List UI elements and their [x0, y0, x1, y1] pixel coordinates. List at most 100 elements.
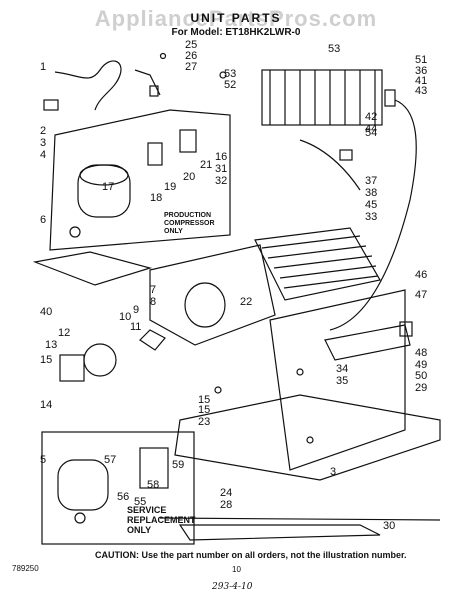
fan-blade — [139, 329, 166, 351]
callout-23: 23 — [198, 416, 211, 428]
evaporator-tubes — [261, 235, 379, 289]
discharge-line — [299, 139, 361, 191]
callout-6: 6 — [40, 214, 47, 226]
callout-3b: 3 — [330, 466, 337, 478]
handwritten-note: 293-4-10 — [212, 582, 253, 592]
callout-20: 20 — [183, 171, 196, 183]
service-replacement-box — [41, 431, 195, 545]
callout-48: 48 — [415, 347, 428, 359]
callout-32: 32 — [215, 175, 228, 187]
screw — [306, 436, 314, 444]
callout-8: 8 — [150, 296, 157, 308]
callout-41: 41 — [415, 75, 428, 87]
callout-56: 56 — [117, 491, 130, 503]
relay-clip — [149, 85, 159, 97]
screw — [159, 52, 167, 60]
callout-2: 2 — [40, 125, 47, 137]
service-grommet — [74, 512, 86, 524]
service-note: SERVICE REPLACEMENT ONLY — [127, 505, 196, 535]
callout-22: 22 — [240, 296, 253, 308]
callout-52: 52 — [224, 79, 237, 91]
condenser-coil — [261, 69, 383, 126]
callout-15: 15 — [40, 354, 53, 366]
service-compressor — [57, 459, 109, 511]
callout-43: 43 — [415, 85, 428, 97]
callout-59: 59 — [172, 459, 185, 471]
callout-5: 5 — [40, 454, 47, 466]
callout-49: 49 — [415, 359, 428, 371]
fan-shroud-opening — [184, 282, 226, 328]
document-code: 789250 — [12, 564, 39, 573]
bottom-bracket — [178, 524, 381, 541]
callout-9: 9 — [133, 304, 140, 316]
callout-40: 40 — [40, 306, 53, 318]
callout-13: 13 — [45, 339, 58, 351]
callout-1: 1 — [40, 61, 47, 73]
callout-42: 42 — [365, 111, 378, 123]
callout-54: 54 — [365, 127, 378, 139]
grommet — [69, 226, 81, 238]
callout-30: 30 — [383, 520, 396, 532]
evaporator-coil — [254, 227, 381, 301]
model-subtitle: For Model: ET18HK2LWR-0 — [171, 27, 301, 38]
callout-34: 34 — [336, 363, 349, 375]
frame-rails — [174, 394, 441, 481]
callout-33: 33 — [365, 211, 378, 223]
terminal-cover — [179, 129, 197, 153]
callout-47: 47 — [415, 289, 428, 301]
callout-36: 36 — [415, 65, 428, 77]
callout-38: 38 — [365, 187, 378, 199]
watermark: AppliancePartsPros.com — [94, 6, 378, 31]
screw — [219, 71, 227, 79]
overload-relay — [147, 142, 163, 166]
callout-51: 51 — [415, 54, 428, 66]
lead-wire — [134, 69, 161, 96]
callout-45: 45 — [365, 199, 378, 211]
callout-29: 29 — [415, 382, 428, 394]
compressor-top — [79, 164, 129, 186]
fan-shroud-base — [149, 244, 276, 346]
defrost-thermostat — [399, 321, 413, 337]
screw — [214, 386, 222, 394]
callout-37: 37 — [365, 175, 378, 187]
callout-26: 26 — [185, 50, 198, 62]
heat-exchanger-clip — [339, 149, 353, 161]
callout-55: 55 — [134, 496, 147, 508]
callout-14: 14 — [40, 399, 53, 411]
callout-7: 7 — [150, 284, 157, 296]
cabinet-frame — [269, 289, 406, 471]
callout-3: 3 — [40, 137, 47, 149]
callout-11: 11 — [130, 321, 142, 333]
callout-17: 17 — [102, 181, 115, 193]
suction-line — [329, 99, 417, 331]
callout-28: 28 — [220, 499, 233, 511]
callout-57: 57 — [104, 454, 117, 466]
callout-4: 4 — [40, 149, 47, 161]
callout-53a: 53 — [224, 68, 237, 80]
callout-31: 31 — [215, 163, 228, 175]
wiring-harness — [54, 60, 122, 111]
harness-connector — [43, 99, 59, 111]
screw — [296, 368, 304, 376]
callout-18: 18 — [150, 192, 163, 204]
diagram-title: UNIT PARTS — [190, 11, 282, 25]
callout-53b: 53 — [328, 43, 341, 55]
callout-35: 35 — [336, 375, 349, 387]
caution-note: CAUTION: Use the part number on all orde… — [95, 550, 407, 560]
callout-27: 27 — [185, 61, 198, 73]
callout-21: 21 — [200, 159, 213, 171]
callout-19: 19 — [164, 181, 177, 193]
production-compressor-outline — [49, 109, 231, 251]
service-relay — [139, 447, 169, 489]
page-number: 10 — [232, 565, 241, 574]
callout-16: 16 — [215, 151, 228, 163]
callout-15b: 15 — [198, 404, 211, 416]
fan-motor — [83, 343, 117, 377]
callout-25: 25 — [185, 39, 198, 51]
production-note: PRODUCTION COMPRESSOR ONLY — [164, 212, 215, 235]
drain-pan — [32, 251, 153, 286]
callout-46: 46 — [415, 269, 428, 281]
callout-58: 58 — [147, 479, 160, 491]
callout-44: 44 — [365, 123, 378, 135]
